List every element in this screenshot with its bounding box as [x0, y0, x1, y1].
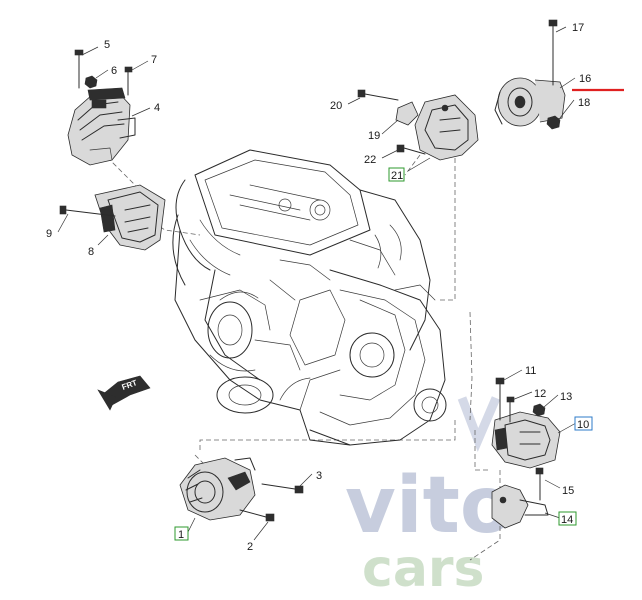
nut-part-6 — [84, 75, 98, 89]
mount-part-16 — [494, 77, 566, 127]
callout-8: 8 — [88, 246, 94, 258]
bolt-part-5 — [74, 49, 84, 89]
callout-5: 5 — [104, 39, 110, 51]
callout-box-10 — [574, 416, 593, 431]
watermark-logo: vito cars — [345, 396, 513, 599]
callout-14: 14 — [561, 514, 573, 526]
mount-part-10 — [491, 411, 561, 469]
callout-1: 1 — [178, 529, 184, 541]
callout-17: 17 — [572, 22, 584, 34]
callout-4: 4 — [154, 102, 160, 114]
bolt-part-11 — [495, 377, 505, 421]
callout-12: 12 — [534, 388, 546, 400]
bracket-part-14 — [491, 484, 549, 529]
bolt-part-9 — [59, 205, 116, 217]
bolt-part-17 — [548, 19, 558, 86]
callout-20: 20 — [330, 100, 342, 112]
callout-16: 16 — [579, 73, 591, 85]
callout-2: 2 — [247, 541, 253, 553]
mount-part-4 — [67, 87, 136, 166]
bolt-part-3 — [261, 483, 304, 494]
callout-13: 13 — [560, 391, 572, 403]
callout-box-14 — [558, 511, 577, 526]
callout-leaders — [57, 26, 577, 541]
bolt-part-20 — [357, 89, 399, 101]
callout-9: 9 — [46, 228, 52, 240]
bolt-part-15 — [535, 467, 544, 501]
callout-10: 10 — [577, 419, 589, 431]
callout-18: 18 — [578, 97, 590, 109]
callout-11: 11 — [525, 365, 536, 377]
callout-21: 21 — [391, 170, 403, 182]
bracket-part-21 — [414, 94, 479, 161]
bolt-part-22 — [396, 144, 426, 155]
callout-box-1 — [174, 526, 189, 541]
mount-part-1 — [179, 457, 256, 521]
callout-7: 7 — [151, 54, 157, 66]
front-direction-arrow: FRT — [97, 375, 151, 411]
nut-part-13 — [532, 403, 546, 417]
callout-6: 6 — [111, 65, 117, 77]
callout-22: 22 — [364, 154, 376, 166]
bolt-part-2 — [239, 509, 275, 522]
bolt-part-7 — [124, 66, 133, 96]
nut-part-18 — [546, 115, 561, 130]
bracket-part-8 — [94, 184, 166, 251]
engine-assembly — [172, 149, 447, 446]
callout-15: 15 — [562, 485, 574, 497]
watermark-text-cars: cars — [362, 539, 485, 599]
watermark-text-vito: vito — [345, 461, 513, 551]
callout-19: 19 — [368, 130, 380, 142]
plate-part-19 — [395, 101, 419, 126]
callout-3: 3 — [316, 470, 322, 482]
callout-box-21 — [388, 167, 405, 182]
